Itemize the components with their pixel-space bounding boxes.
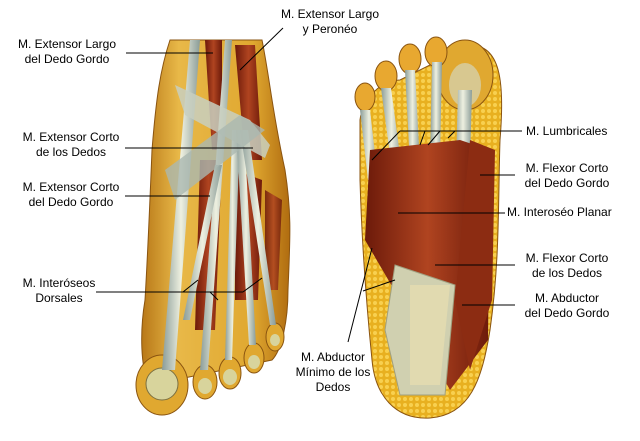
label-line: de los Dedos — [35, 145, 107, 159]
label-line: M. Abductor — [300, 350, 366, 364]
label-extensor-corto-dedo-gordo: M. Extensor Corto del Dedo Gordo — [12, 180, 130, 210]
label-line: M. Extensor Corto — [22, 180, 120, 194]
label-line: M. Lumbricales — [526, 124, 608, 138]
label-abductor-dedo-gordo: M. Abductor del Dedo Gordo — [514, 291, 620, 321]
label-line: Dorsales — [35, 291, 83, 305]
label-line: M. Interóseos — [22, 276, 96, 290]
label-line: M. Extensor Largo — [280, 7, 380, 21]
label-line: M. Flexor Corto — [525, 251, 609, 265]
label-line: M. Extensor Largo — [17, 37, 117, 51]
label-extensor-largo-dedo-gordo: M. Extensor Largo del Dedo Gordo — [8, 37, 126, 67]
dorsal-foot — [135, 39, 291, 416]
label-line: del Dedo Gordo — [28, 195, 114, 209]
leader-lines — [96, 27, 522, 343]
label-line: Mínimo de los — [295, 365, 371, 379]
label-line: Dedos — [315, 380, 351, 394]
label-interoseo-planar: M. Interoséo Planar — [507, 205, 637, 220]
label-line: M. Flexor Corto — [525, 161, 609, 175]
label-extensor-corto-dedos: M. Extensor Corto de los Dedos — [12, 130, 130, 160]
label-line: del Dedo Gordo — [524, 306, 610, 320]
label-line: M. Extensor Corto — [22, 130, 120, 144]
label-abductor-minimo: M. Abductor Mínimo de los Dedos — [288, 350, 378, 395]
label-line: del Dedo Gordo — [524, 176, 610, 190]
label-extensor-largo-peroneo: M. Extensor Largo y Peronéo — [270, 7, 390, 37]
label-line: M. Interoséo Planar — [507, 205, 612, 219]
label-interoseos-dorsales: M. Interóseos Dorsales — [14, 276, 104, 306]
label-line: y Peronéo — [302, 22, 358, 36]
label-lumbricales: M. Lumbricales — [526, 124, 636, 139]
label-line: de los Dedos — [531, 266, 603, 280]
label-flexor-corto-dedos: M. Flexor Corto de los Dedos — [514, 251, 620, 281]
plantar-foot — [354, 36, 503, 419]
label-line: M. Abductor — [534, 291, 600, 305]
label-line: del Dedo Gordo — [24, 52, 110, 66]
label-flexor-corto-dedo-gordo: M. Flexor Corto del Dedo Gordo — [514, 161, 620, 191]
